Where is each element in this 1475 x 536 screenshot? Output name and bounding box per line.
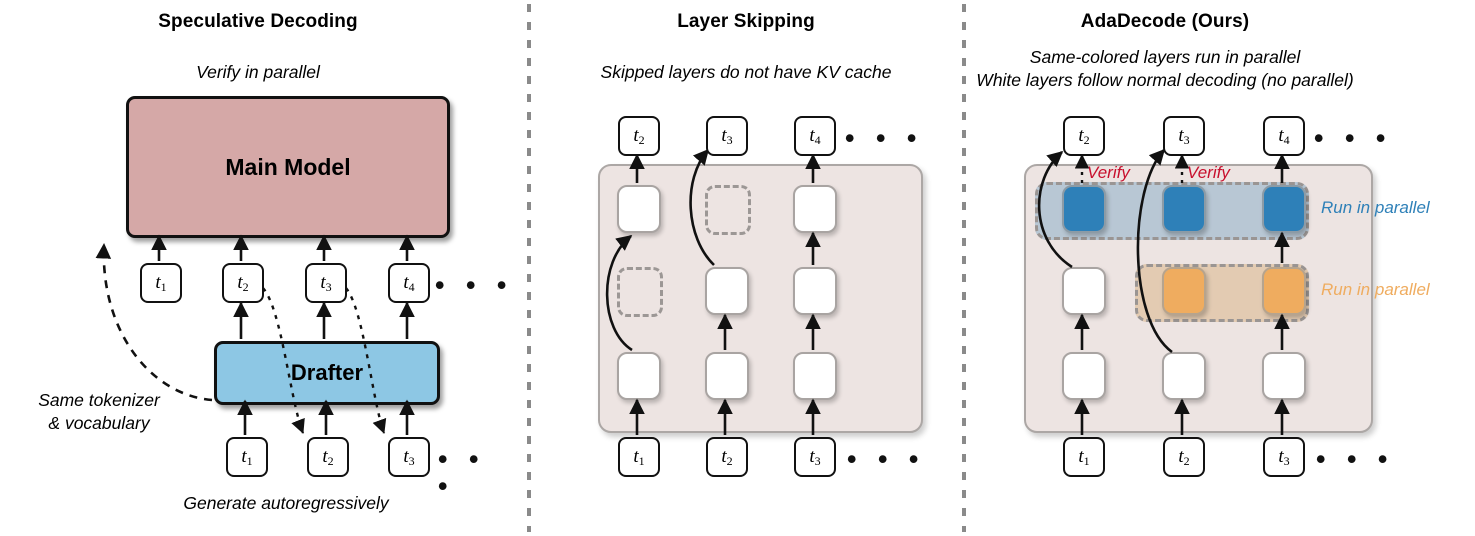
token-subscript: 4 xyxy=(814,132,821,147)
layer-cell[interactable] xyxy=(793,352,837,400)
adadecode-subtitle-line2: White layers follow normal decoding (no … xyxy=(976,70,1354,90)
layer-cell[interactable] xyxy=(793,267,837,315)
ellipsis: • • • xyxy=(847,444,926,474)
adadecode-title: AdaDecode (Ours) xyxy=(1080,11,1250,32)
panel-speculative-decoding: Speculative Decoding Verify in parallel … xyxy=(0,0,516,536)
layer-cell-skipped[interactable] xyxy=(617,267,663,317)
token-subscript: 1 xyxy=(638,453,645,468)
token-chip[interactable]: t3 xyxy=(794,437,836,477)
generate-autoregressively-note: Generate autoregressively xyxy=(183,493,389,513)
layer-cell[interactable] xyxy=(617,185,661,233)
same-tokenizer-note: Same tokenizer & vocabulary xyxy=(4,389,194,435)
token-chip[interactable]: t2 xyxy=(706,437,748,477)
run-in-parallel-label-blue: Run in parallel xyxy=(1321,198,1430,217)
layer-cell-blue[interactable] xyxy=(1062,185,1106,233)
token-chip[interactable]: t3 xyxy=(1163,116,1205,156)
token-chip[interactable]: t1 xyxy=(226,437,268,477)
speculative-subtitle: Verify in parallel xyxy=(196,62,320,82)
token-subscript: 2 xyxy=(242,279,249,294)
layer-cell-blue[interactable] xyxy=(1162,185,1206,233)
same-tokenizer-note-line1: Same tokenizer xyxy=(38,390,160,410)
adadecode-subtitle-line1: Same-colored layers run in parallel xyxy=(1029,47,1301,67)
token-chip[interactable]: t1 xyxy=(618,437,660,477)
token-subscript: 3 xyxy=(1283,453,1290,468)
layer-cell[interactable] xyxy=(793,185,837,233)
main-model-block[interactable]: Main Model xyxy=(126,96,450,238)
token-chip[interactable]: t3 xyxy=(1263,437,1305,477)
token-subscript: 2 xyxy=(1083,132,1090,147)
token-chip[interactable]: t1 t1 xyxy=(140,263,182,303)
token-subscript: 3 xyxy=(726,132,733,147)
token-chip[interactable]: t3 xyxy=(706,116,748,156)
drafter-block[interactable]: Drafter xyxy=(214,341,440,405)
panel-adadecode: AdaDecode (Ours) Same-colored layers run… xyxy=(975,0,1475,536)
layer-cell[interactable] xyxy=(1062,352,1106,400)
token-subscript: 3 xyxy=(325,279,332,294)
token-subscript: 1 xyxy=(160,279,167,294)
token-subscript: 1 xyxy=(246,453,253,468)
token-chip[interactable]: t3 xyxy=(305,263,347,303)
ellipsis: • • • xyxy=(1316,444,1395,474)
ellipsis: • • • xyxy=(435,270,514,300)
layer-cell[interactable] xyxy=(1062,267,1106,315)
drafter-label: Drafter xyxy=(290,360,364,385)
layer-cell-orange[interactable] xyxy=(1162,267,1206,315)
token-subscript: 2 xyxy=(638,132,645,147)
token-chip[interactable]: t2 xyxy=(1063,116,1105,156)
ellipsis: • • • xyxy=(438,444,486,501)
token-subscript: 2 xyxy=(327,453,334,468)
speculative-title: Speculative Decoding xyxy=(158,11,358,32)
layer-cell[interactable] xyxy=(705,352,749,400)
token-chip[interactable]: t2 xyxy=(1163,437,1205,477)
same-tokenizer-note-line2: & vocabulary xyxy=(48,413,150,433)
token-chip[interactable]: t4 xyxy=(1263,116,1305,156)
token-chip[interactable]: t4 xyxy=(388,263,430,303)
main-model-label: Main Model xyxy=(225,153,351,180)
layer-cell[interactable] xyxy=(617,352,661,400)
layer-cell-blue[interactable] xyxy=(1262,185,1306,233)
layer-cell-orange[interactable] xyxy=(1262,267,1306,315)
panel-layer-skipping: Layer Skipping Skipped layers do not hav… xyxy=(540,0,952,536)
layer-cell[interactable] xyxy=(1262,352,1306,400)
layer-cell[interactable] xyxy=(705,267,749,315)
token-subscript: 3 xyxy=(408,453,415,468)
token-chip[interactable]: t2 xyxy=(307,437,349,477)
token-subscript: 2 xyxy=(726,453,733,468)
layer-cell-skipped[interactable] xyxy=(705,185,751,235)
token-subscript: 4 xyxy=(1283,132,1290,147)
token-subscript: 1 xyxy=(1083,453,1090,468)
token-chip[interactable]: t3 xyxy=(388,437,430,477)
run-in-parallel-label-orange: Run in parallel xyxy=(1321,280,1430,299)
ellipsis: • • • xyxy=(845,123,924,153)
layer-skipping-title: Layer Skipping xyxy=(677,11,815,32)
token-chip[interactable]: t2 xyxy=(618,116,660,156)
token-subscript: 3 xyxy=(1183,132,1190,147)
verify-label: Verify xyxy=(1087,163,1130,182)
token-subscript: 4 xyxy=(408,279,415,294)
panel-divider-2 xyxy=(962,4,966,532)
layer-cell[interactable] xyxy=(1162,352,1206,400)
layer-skipping-subtitle: Skipped layers do not have KV cache xyxy=(600,62,892,82)
token-chip[interactable]: t2 xyxy=(222,263,264,303)
token-chip[interactable]: t4 xyxy=(794,116,836,156)
ellipsis: • • • xyxy=(1314,123,1393,153)
token-subscript: 3 xyxy=(814,453,821,468)
panel-divider-1 xyxy=(527,4,531,532)
verify-label: Verify xyxy=(1187,163,1230,182)
token-subscript: 2 xyxy=(1183,453,1190,468)
token-chip[interactable]: t1 xyxy=(1063,437,1105,477)
